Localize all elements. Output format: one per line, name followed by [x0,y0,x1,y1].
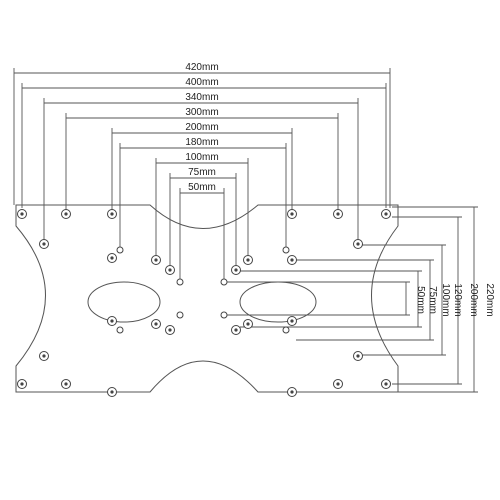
mounting-plate-outline [15,204,399,393]
mounting-hole [353,239,363,249]
mounting-hole [39,239,49,249]
dim-120mm-label: 120mm [452,283,463,316]
mounting-hole [107,387,117,397]
dim-75mm-label: 75mm [188,167,216,178]
mounting-hole [17,209,27,219]
vertical-dimension-labels: 220mm 200mm 120mm 100mm 75mm 50mm [415,283,495,316]
mounting-hole [353,351,363,361]
mounting-hole [231,325,241,335]
mounting-hole [333,379,343,389]
mounting-hole [231,265,241,275]
horizontal-dimension-labels: 420mm 400mm 340mm 300mm 200mm 180mm 100m… [185,62,218,193]
mounting-hole [243,255,253,265]
dim-340mm-label: 340mm [185,92,218,103]
mounting-hole [61,379,71,389]
small-hole [282,326,290,334]
mounting-hole [381,209,391,219]
dim-100mm-label: 100mm [185,152,218,163]
horizontal-dimension-lines [13,68,391,282]
dim-220mm-label: 220mm [484,283,495,316]
vertical-dimension-lines [226,206,478,393]
small-hole [282,246,290,254]
small-hole [116,326,124,334]
mounting-hole [287,387,297,397]
mounting-hole [107,209,117,219]
dim-50mm-label: 50mm [188,182,216,193]
dim-180mm-label: 180mm [185,137,218,148]
dim-420mm-label: 420mm [185,62,218,73]
dim-200mm-label: 200mm [468,283,479,316]
mounting-hole [287,255,297,265]
mounting-hole [333,209,343,219]
dim-75mm-label: 75mm [427,286,438,314]
dim-200mm-label: 200mm [185,122,218,133]
small-hole [220,311,228,319]
small-hole [220,278,228,286]
mounting-hole [287,209,297,219]
mounting-holes [17,209,391,397]
dim-100mm-label: 100mm [440,283,451,316]
mounting-hole [165,325,175,335]
small-hole [176,278,184,286]
mounting-hole [165,265,175,275]
mounting-hole [17,379,27,389]
left-oval-slot [87,281,161,323]
mounting-hole [151,319,161,329]
right-oval-slot [239,281,317,323]
mounting-hole [151,255,161,265]
small-hole [176,311,184,319]
dim-300mm-label: 300mm [185,107,218,118]
mounting-hole [381,379,391,389]
mounting-hole [61,209,71,219]
mounting-hole [107,253,117,263]
mounting-hole [39,351,49,361]
mounting-hole [287,316,297,326]
dim-50mm-label: 50mm [415,286,426,314]
mounting-hole [107,316,117,326]
small-hole [116,246,124,254]
mounting-hole [243,319,253,329]
dim-400mm-label: 400mm [185,77,218,88]
